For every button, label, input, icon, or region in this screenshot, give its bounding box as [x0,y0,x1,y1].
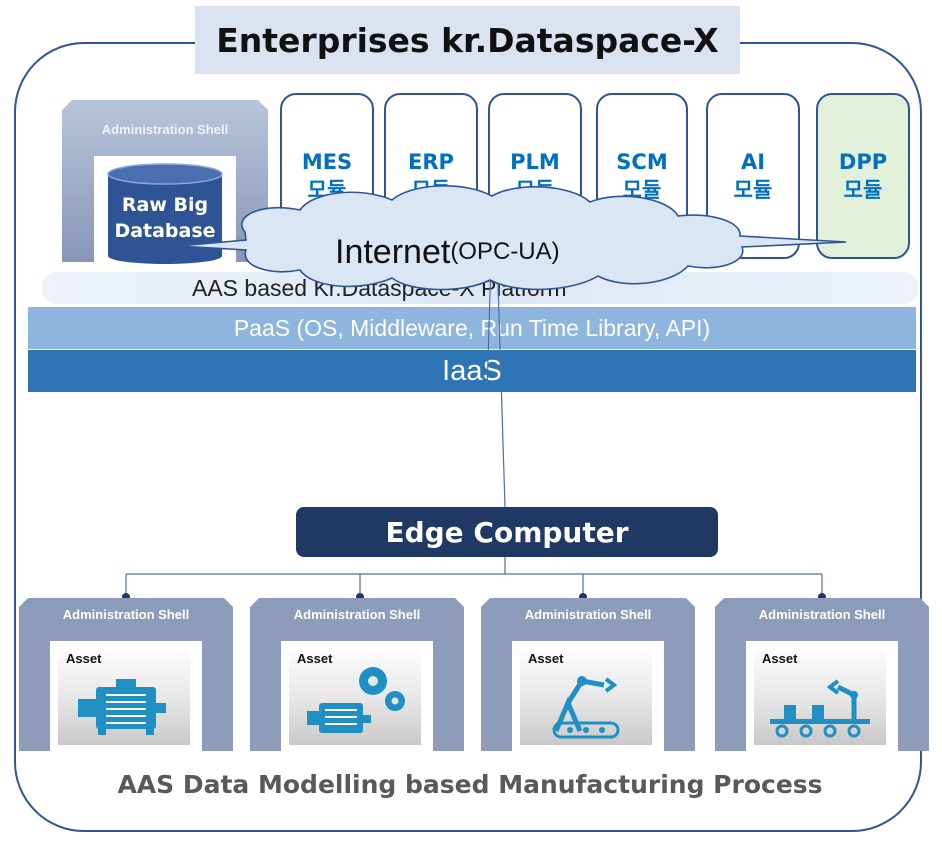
admin-shell-label: Administration Shell [758,607,886,622]
admin-shell-label: Administration Shell [62,607,190,622]
admin-shell-label: Administration Shell [101,122,229,137]
iaas-layer: IaaS [28,350,916,392]
asset-shell-2: Administration Shell Asset [247,595,467,755]
module-name: SCM [616,150,668,174]
module-name: MES [301,150,353,174]
database-label: Raw Big Database [108,192,222,244]
module-suffix: 모듈 [733,178,773,202]
motor-gears-icon [307,667,405,733]
paas-layer: PaaS (OS, Middleware, Run Time Library, … [28,307,916,349]
asset-shell-1: Administration Shell Asset [16,595,236,755]
asset-shell-4: Administration Shell Asset [712,595,932,755]
page-title: Enterprises kr.Dataspace-X [195,6,740,74]
admin-shell-frame-icon [481,598,695,751]
asset-box: Asset [754,645,886,745]
database-admin-shell: Administration Shell Raw Big Database [58,94,272,264]
module-name: DPP [838,150,888,174]
internet-protocol: (OPC-UA) [450,238,560,265]
module-dpp: DPP 모듈 [816,93,910,259]
edge-computer-box: Edge Computer [296,507,718,557]
internet-main: Internet [335,232,451,271]
conveyor-robot-icon [770,679,870,738]
robot-arm-conveyor-icon [552,676,620,739]
admin-shell-frame-icon [715,598,929,751]
asset-label: Asset [66,651,102,666]
admin-shell-frame-icon [62,100,268,264]
module-name: AI [740,150,766,174]
internet-edge-line [497,281,506,508]
asset-label: Asset [528,651,564,666]
footer-caption: AAS Data Modelling based Manufacturing P… [117,770,823,799]
asset-shell-3: Administration Shell Asset [478,595,698,755]
admin-shell-frame-icon [250,598,464,751]
electric-motor-icon [78,679,166,735]
admin-shell-label: Administration Shell [524,607,652,622]
internet-cloud-icon [177,185,847,291]
database-line2: Database [114,220,216,242]
asset-label: Asset [762,651,798,666]
module-suffix: 모듈 [843,178,883,202]
internet-label: Internet(OPC-UA) [335,222,635,282]
module-name: PLM [510,150,560,174]
admin-shell-label: Administration Shell [293,607,421,622]
asset-box: Asset [289,645,421,745]
asset-box: Asset [58,645,190,745]
admin-shell-frame-icon [19,598,233,751]
asset-box: Asset [520,645,652,745]
database-line1: Raw Big [121,194,209,216]
asset-label: Asset [297,651,333,666]
module-name: ERP [408,150,454,174]
module-ai: AI 모듈 [706,93,800,259]
